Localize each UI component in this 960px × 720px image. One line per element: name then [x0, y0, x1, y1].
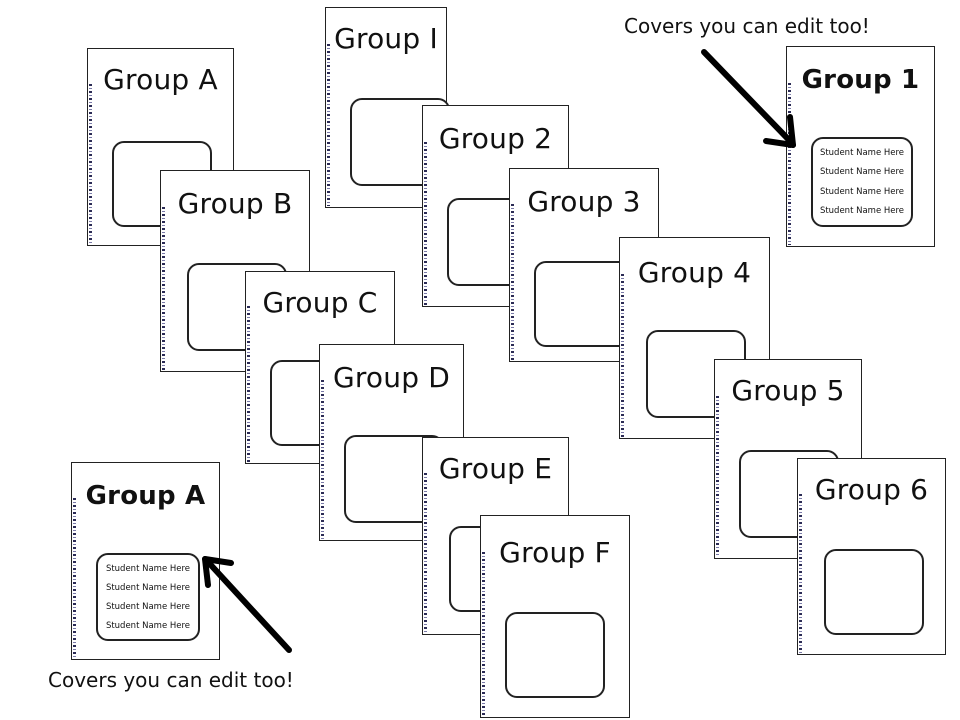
- student-name-line: Student Name Here: [105, 563, 191, 574]
- student-name-line: Student Name Here: [819, 186, 905, 197]
- arrow-bottom-icon: [202, 556, 292, 653]
- cover-title: Group D: [332, 361, 451, 394]
- student-name-line: Student Name Here: [105, 620, 191, 631]
- cover-group-f: Group F: [480, 515, 630, 718]
- cover-title: Group 1: [801, 65, 920, 95]
- cover-title: Group A: [85, 481, 206, 511]
- cover-title: Group 3: [527, 185, 641, 218]
- student-name-line: Student Name Here: [819, 147, 905, 158]
- student-name-line: Student Name Here: [819, 167, 905, 178]
- arrow-top-icon: [701, 49, 796, 148]
- student-name-line: Student Name Here: [105, 601, 191, 612]
- name-box: [824, 549, 924, 635]
- cover-title: Group 4: [637, 256, 752, 289]
- cover-title: Group B: [177, 187, 293, 220]
- student-name-line: Student Name Here: [105, 582, 191, 593]
- editable-cover-group-a: Group A Student Name Here Student Name H…: [71, 462, 220, 660]
- cover-title: Group A: [103, 63, 218, 96]
- cover-title: Group F: [499, 536, 611, 569]
- name-box: [505, 612, 605, 698]
- student-names-box: Student Name Here Student Name Here Stud…: [811, 137, 913, 227]
- cover-title: Group C: [262, 286, 378, 319]
- student-names-box: Student Name Here Student Name Here Stud…: [96, 553, 200, 641]
- cover-title: Group 2: [438, 122, 553, 155]
- cover-title: Group I: [334, 22, 438, 55]
- cover-group-6: Group 6: [797, 458, 946, 655]
- caption-bottom: Covers you can edit too!: [48, 668, 294, 692]
- caption-top: Covers you can edit too!: [624, 14, 870, 38]
- cover-title: Group 5: [731, 374, 845, 407]
- cover-title: Group 6: [814, 473, 929, 506]
- student-name-line: Student Name Here: [819, 206, 905, 217]
- cover-title: Group E: [438, 452, 553, 485]
- name-box: [534, 261, 634, 347]
- editable-cover-group-1: Group 1 Student Name Here Student Name H…: [786, 46, 935, 247]
